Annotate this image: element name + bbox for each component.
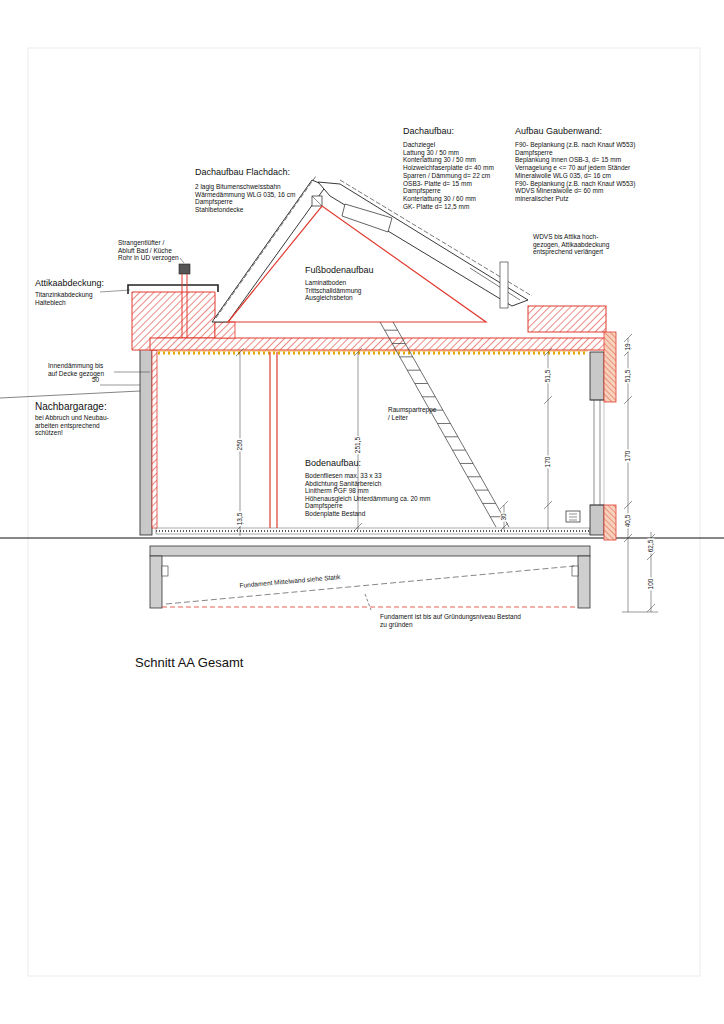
annotation-text: zu gründen xyxy=(380,621,413,628)
annotation-text: OSB3- Platte d= 15 mm xyxy=(403,180,472,187)
annotation-text: Bodenplatte Bestand xyxy=(305,510,365,517)
annotation-text: schützen! xyxy=(35,429,63,436)
annotation-text: Lattung 30 / 50 mm xyxy=(403,149,459,156)
annotation-text: WDVS bis Attika hoch- xyxy=(533,233,598,240)
annotation-text: / Leiter xyxy=(388,414,408,421)
annotation-text: Dampfsperre xyxy=(305,502,343,509)
stair-rung xyxy=(400,356,413,357)
annotation-text: Höhenausgleich Unterdämmung ca. 20 mm xyxy=(305,495,430,502)
annotation-text: Beplankung innen OSB-3, d= 15 mm xyxy=(515,156,621,163)
annotation-text: Trittschalldämmung xyxy=(305,287,361,294)
annotation-text: Fundament Mittelwand siehe Statik xyxy=(238,573,341,589)
annotation-text: Mineralwolle WLG 035, d= 16 cm xyxy=(515,172,611,179)
annotation-text: Dampfsperre xyxy=(195,198,233,205)
annotation-text: Holzweichfaserplatte d= 40 mm xyxy=(403,164,494,171)
section-heading: Nachbargarage: xyxy=(35,401,107,412)
annotation-text: Laminatboden xyxy=(305,279,346,286)
section-heading: Bodenaufbau: xyxy=(305,459,361,469)
annotation-text: bei Abbruch und Neubau- xyxy=(35,414,109,421)
dimension-value: 251,5 xyxy=(354,436,361,454)
dimension-value: 13,5 xyxy=(236,512,243,527)
dimension-value: 51,5 xyxy=(624,369,631,384)
annotation-text: Raumspartreppe xyxy=(388,406,436,413)
annotation-text: Strangentlüfter / xyxy=(118,239,164,246)
annotation-text: Abdichtung Sanitärbereich xyxy=(305,480,381,487)
annotation-text: Konterlattung 30 / 60 mm xyxy=(403,195,476,202)
annotation-text: Dampfsperre xyxy=(403,187,441,194)
stair-rung xyxy=(407,370,420,371)
annotation-text: Fundament ist bis auf Gründungsniveau Be… xyxy=(380,613,521,620)
dimension-value: 40,5 xyxy=(624,514,631,529)
drawing-title: Schnitt AA Gesamt xyxy=(135,656,243,670)
annotation-text: Ausgleichsbeton xyxy=(305,294,353,301)
annotation-text: 50 xyxy=(92,376,99,383)
annotation-text: Wärmedämmung WLG 035, 16 cm xyxy=(195,191,295,198)
annotation-text: Dampfsperre xyxy=(515,149,553,156)
dimension-value: 51,5 xyxy=(544,369,551,384)
annotation-text: auf Decke gezogen xyxy=(48,370,104,377)
annotation-text: Vernagelung e <= 70 auf jedem Ständer xyxy=(515,164,630,171)
stair-rung xyxy=(392,343,405,344)
dimension-value: 170 xyxy=(624,450,631,463)
dimension-value: 19 xyxy=(624,342,631,351)
section-heading: Fußbodenaufbau xyxy=(305,266,374,276)
stair-rung xyxy=(437,423,450,424)
section-heading: Dachaufbau Flachdach: xyxy=(195,168,290,178)
section-heading: Attikaabdeckung: xyxy=(35,279,104,289)
stair-rung xyxy=(422,396,435,397)
stair-rung xyxy=(385,330,398,331)
stair-rung xyxy=(460,463,473,464)
stair-rung xyxy=(453,450,466,451)
dimension-value: 100 xyxy=(647,578,654,591)
annotation-text: Titanzinkabdeckung xyxy=(35,291,93,298)
annotation-text: F90- Beplankung (z.B. nach Knauf W553) xyxy=(515,141,635,148)
annotation-text: GK- Platte d= 12,5 mm xyxy=(403,203,469,210)
annotation-text: mineralischer Putz xyxy=(515,195,568,202)
annotation-text: Rohr in UD verzogen xyxy=(118,254,179,261)
annotation-text: WDVS Mineralwolle d= 60 mm xyxy=(515,187,603,194)
annotation-text: Linitherm PGF 98 mm xyxy=(305,487,369,494)
stair-rung xyxy=(468,476,481,477)
dimension-value: 62,5 xyxy=(647,539,654,554)
annotation-text: Abluft Bad / Küche xyxy=(118,247,172,254)
annotation-text: Halteblech xyxy=(35,299,66,306)
annotation-text: arbeiten entsprechend xyxy=(35,422,100,429)
stair-rung xyxy=(475,490,488,491)
dimension-value: 250 xyxy=(236,439,243,452)
stair-rung xyxy=(415,383,428,384)
annotation-text: gezogen, Attikaabdeckung xyxy=(533,241,609,248)
stair-rung xyxy=(483,503,496,504)
annotation-text: Stahlbetondecke xyxy=(195,206,243,213)
annotation-text: Innendämmung bis xyxy=(48,362,103,369)
stair-rung xyxy=(445,436,458,437)
dimension-value: 170 xyxy=(544,456,551,469)
annotation-text: Konterlattung 30 / 50 mm xyxy=(403,156,476,163)
section-heading: Dachaufbau: xyxy=(403,127,454,137)
annotation-text: Sparren / Dämmung d= 22 cm xyxy=(403,172,490,179)
annotation-text: F90- Beplankung (z.B. nach Knauf W553) xyxy=(515,180,635,187)
dimension-value: 30 xyxy=(500,512,507,521)
annotation-text: 2 lagig Bitumenschweissbahn xyxy=(195,183,281,190)
annotation-text: Bodenfliesen max. 33 x 33 xyxy=(305,472,382,479)
annotation-text: entsprechend verlängert xyxy=(533,248,603,255)
annotation-text: Dachziegel xyxy=(403,141,435,148)
section-heading: Aufbau Gaubenwand: xyxy=(515,127,602,137)
